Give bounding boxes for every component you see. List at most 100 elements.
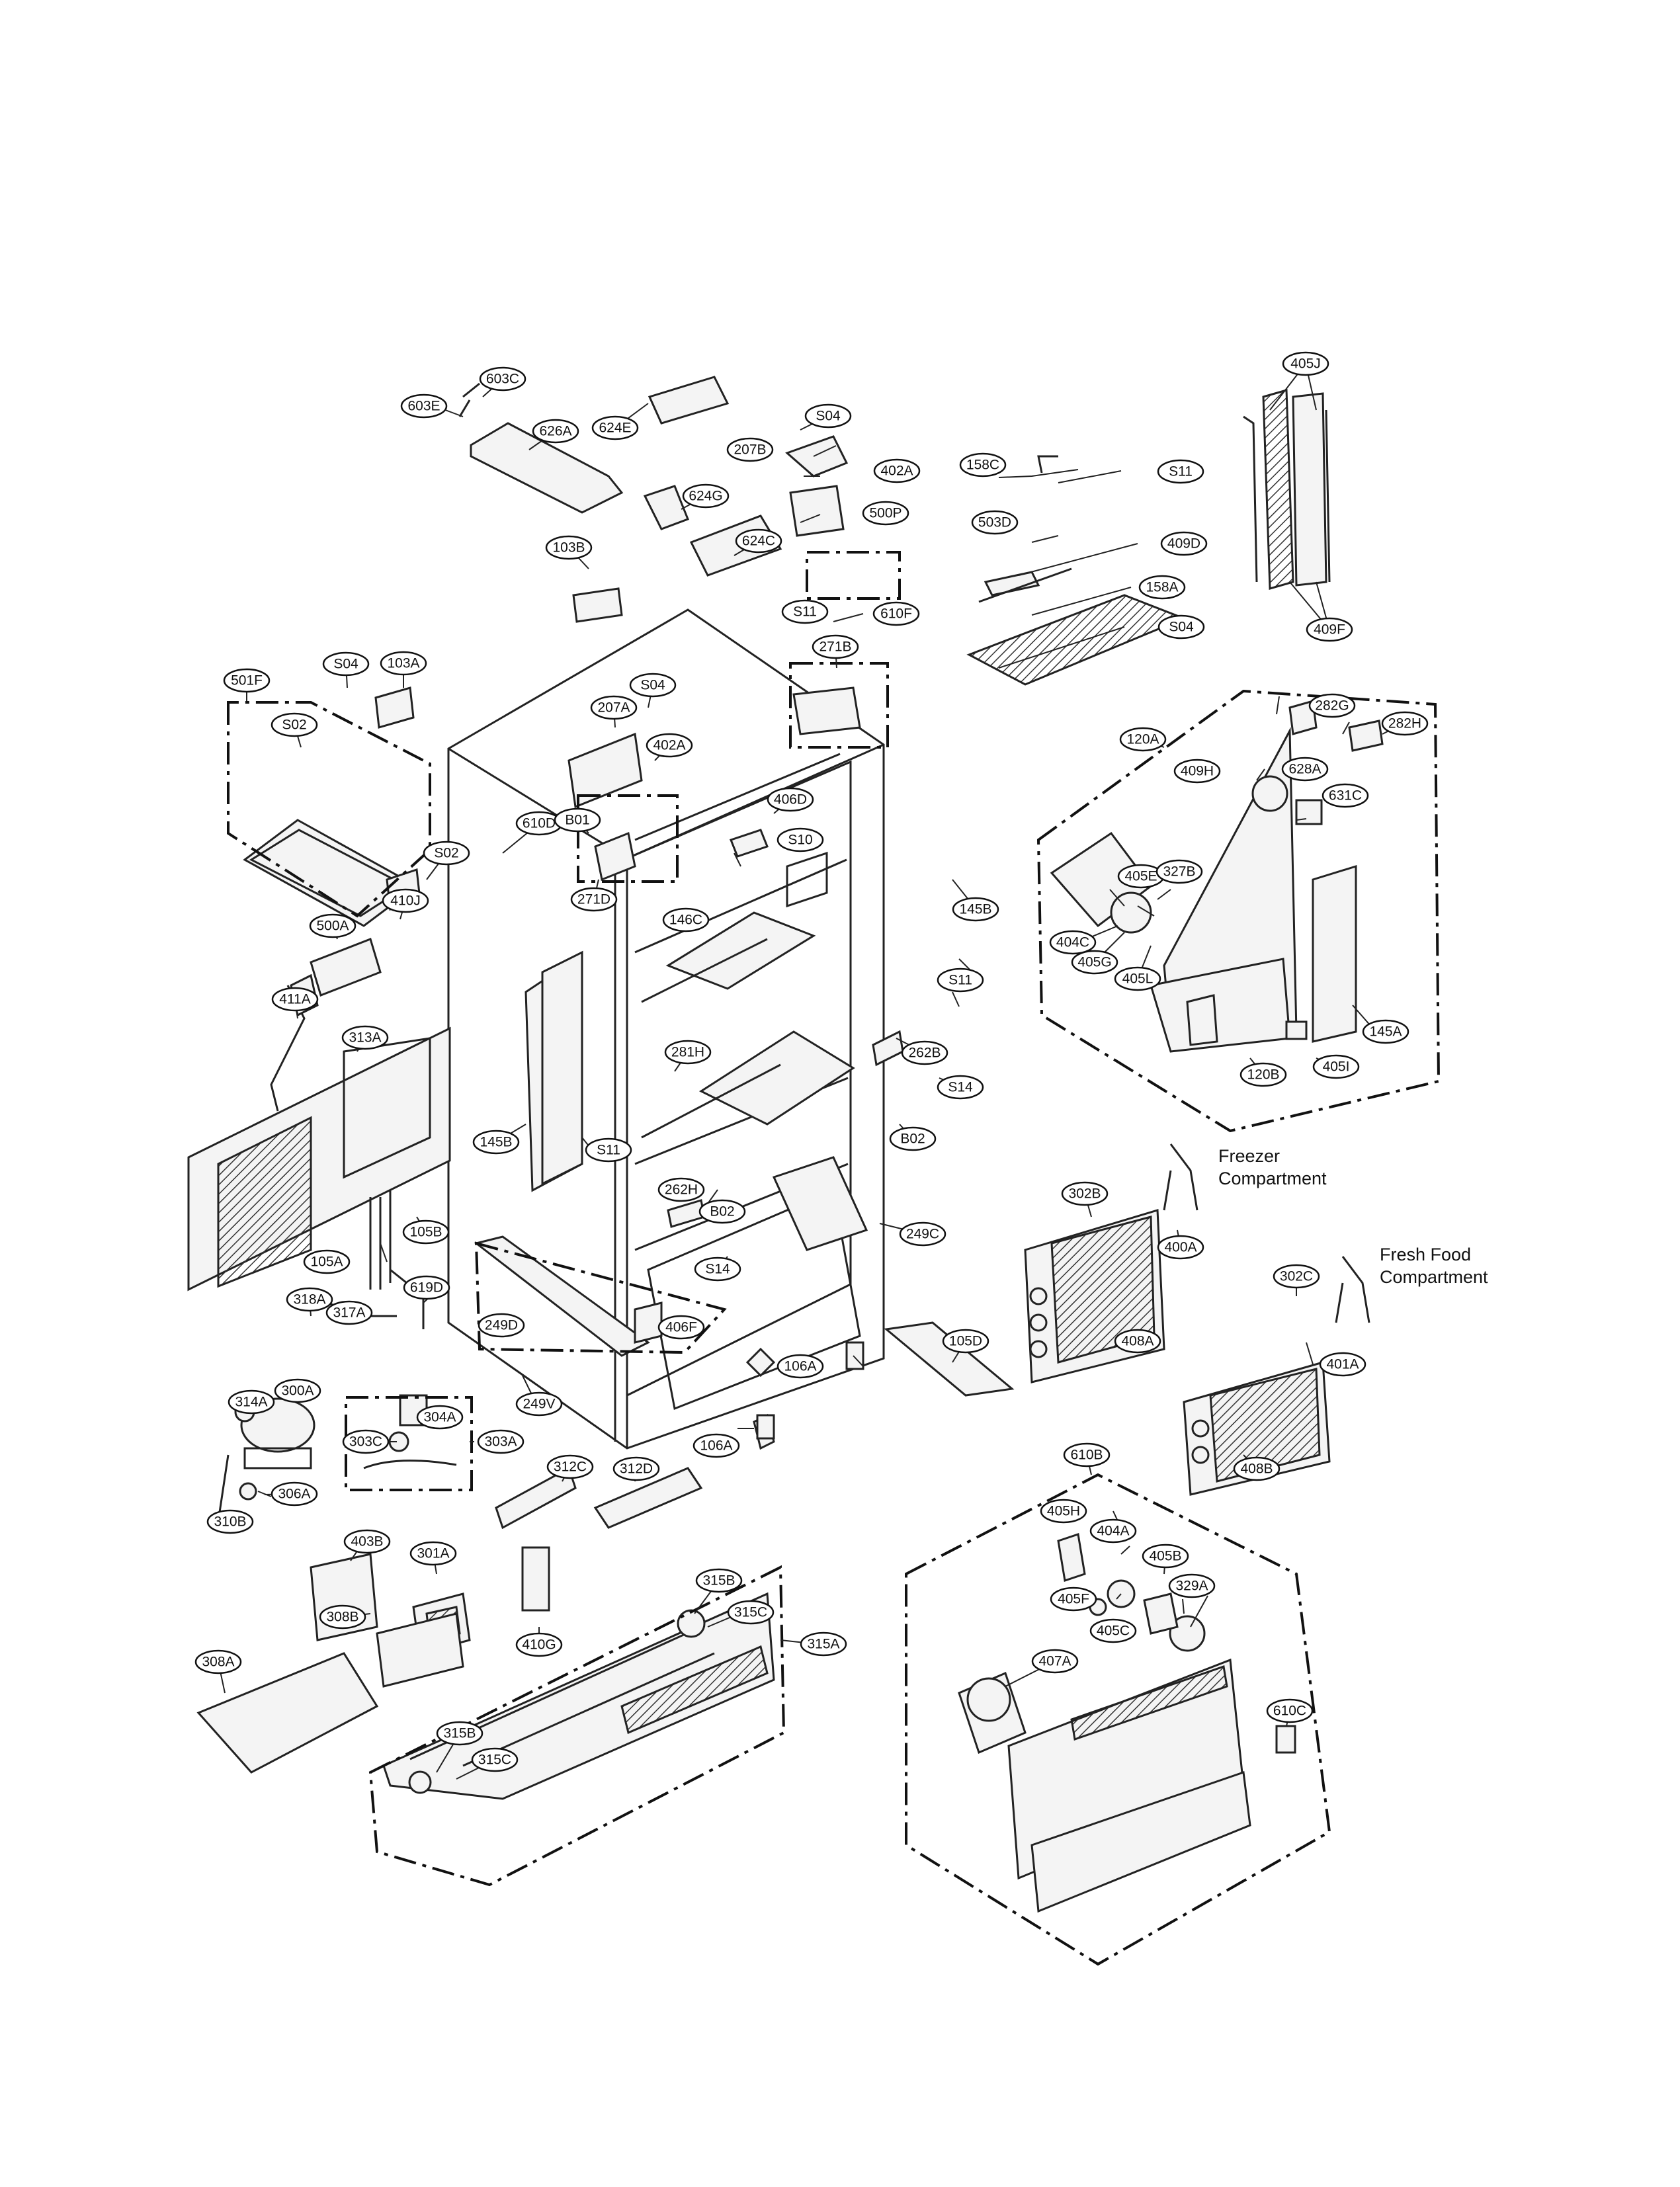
- callout-281h: 281H: [664, 1040, 712, 1065]
- callout-s14: S14: [694, 1257, 741, 1282]
- callout-text: 409D: [1167, 536, 1200, 552]
- callout-bubble: [400, 393, 448, 419]
- callout-text: 315B: [443, 1726, 476, 1741]
- callout-bubble: [286, 1287, 333, 1312]
- callout-403b: 403B: [343, 1529, 391, 1554]
- callout-bubble: [664, 1040, 712, 1065]
- callout-bubble: [1157, 1235, 1204, 1260]
- callout-bubble: [804, 403, 852, 429]
- callout-text: 411A: [279, 992, 311, 1007]
- callout-text: 318A: [293, 1292, 325, 1307]
- callout-bubble: [726, 437, 774, 462]
- callout-405i: 405I: [1312, 1054, 1360, 1079]
- callout-text: 405B: [1149, 1549, 1181, 1564]
- callout-312c: 312C: [546, 1454, 594, 1479]
- callout-text: 329A: [1175, 1579, 1208, 1594]
- callout-bubble: [477, 1429, 525, 1454]
- callout-501f: 501F: [223, 668, 271, 693]
- callout-text: 303A: [484, 1434, 517, 1450]
- callout-text: 406D: [774, 792, 807, 807]
- callout-text: 262H: [665, 1182, 698, 1198]
- callout-text: 501F: [231, 673, 263, 688]
- callout-158a: 158A: [1138, 575, 1186, 600]
- callout-619d: 619D: [403, 1275, 450, 1300]
- callout-text: 302B: [1068, 1186, 1101, 1202]
- callout-bubble: [1157, 614, 1205, 640]
- callout-bubble: [554, 807, 601, 833]
- callout-text: S04: [816, 409, 841, 424]
- callout-308b: 308B: [319, 1604, 366, 1630]
- callout-s14: S14: [937, 1075, 984, 1100]
- callout-bubble: [1138, 575, 1186, 600]
- callout-bubble: [343, 1529, 391, 1554]
- callout-624c: 624C: [735, 528, 782, 554]
- callout-text: 207B: [734, 442, 766, 458]
- callout-624e: 624E: [591, 415, 639, 440]
- callout-145b: 145B: [952, 897, 999, 922]
- callout-402a: 402A: [873, 458, 921, 483]
- callout-bubble: [423, 841, 470, 866]
- callout-bubble: [380, 651, 427, 676]
- callout-text: 327B: [1163, 864, 1195, 880]
- callout-text: 281H: [671, 1045, 704, 1060]
- callout-text: B02: [710, 1204, 734, 1219]
- callout-bubble: [899, 1221, 946, 1247]
- callout-text: 610B: [1070, 1448, 1103, 1463]
- callout-text: 312D: [620, 1462, 653, 1477]
- callout-304a: 304A: [416, 1405, 464, 1430]
- callout-bubble: [322, 651, 370, 677]
- callout-bubble: [325, 1300, 373, 1325]
- callout-text: 404C: [1056, 935, 1089, 950]
- callout-s04: S04: [629, 673, 677, 698]
- callout-text: B02: [900, 1132, 925, 1147]
- callout-text: 303C: [349, 1434, 382, 1450]
- callout-bubble: [478, 1313, 525, 1338]
- callout-610c: 610C: [1266, 1698, 1314, 1723]
- callout-bubble: [590, 695, 638, 720]
- callout-text: S11: [948, 973, 972, 988]
- callout-text: 626A: [539, 424, 571, 439]
- callout-405b: 405B: [1142, 1544, 1189, 1569]
- callout-631c: 631C: [1322, 783, 1369, 808]
- callout-bubble: [735, 528, 782, 554]
- callout-text: 500P: [869, 506, 902, 521]
- callout-text: 402A: [880, 464, 913, 479]
- freezer-note-line-2: Compartment: [1218, 1169, 1327, 1188]
- callout-bubble: [341, 1025, 389, 1050]
- callout-text: 313A: [349, 1030, 381, 1046]
- callout-text: 503D: [978, 515, 1011, 530]
- callout-bubble: [471, 1747, 519, 1772]
- callout-315c: 315C: [727, 1600, 775, 1625]
- fresh-food-compartment-note: Fresh Food Compartment: [1380, 1245, 1488, 1287]
- callout-610f: 610F: [872, 601, 920, 626]
- callout-bubble: [319, 1604, 366, 1630]
- callout-bubble: [1119, 727, 1167, 752]
- callout-text: 610F: [880, 606, 912, 622]
- callout-bubble: [479, 366, 526, 392]
- callout-402a: 402A: [646, 733, 693, 758]
- callout-text: 105A: [310, 1255, 343, 1270]
- callout-bubble: [612, 1456, 660, 1481]
- callout-312d: 312D: [612, 1456, 660, 1481]
- callout-405h: 405H: [1040, 1499, 1087, 1524]
- callout-text: 158C: [966, 458, 999, 473]
- callout-text: 146C: [669, 913, 702, 928]
- callout-text: 500A: [316, 919, 349, 934]
- callout-text: 409H: [1181, 764, 1214, 779]
- callout-315b: 315B: [436, 1721, 483, 1746]
- callout-text: S02: [434, 846, 458, 861]
- callout-105d: 105D: [942, 1329, 989, 1354]
- callout-500p: 500P: [862, 501, 909, 526]
- callout-text: S11: [1169, 464, 1193, 479]
- callout-text: 306A: [278, 1487, 310, 1502]
- callout-bubble: [223, 668, 271, 693]
- callout-bubble: [889, 1126, 937, 1151]
- callout-text: 315C: [734, 1605, 767, 1620]
- callout-bubble: [1173, 759, 1221, 784]
- callout-b01: B01: [554, 807, 601, 833]
- callout-text: 405L: [1122, 971, 1154, 987]
- callout-s04: S04: [804, 403, 852, 429]
- callout-603c: 603C: [479, 366, 526, 392]
- callout-bubble: [662, 907, 710, 932]
- callout-bubble: [727, 1600, 775, 1625]
